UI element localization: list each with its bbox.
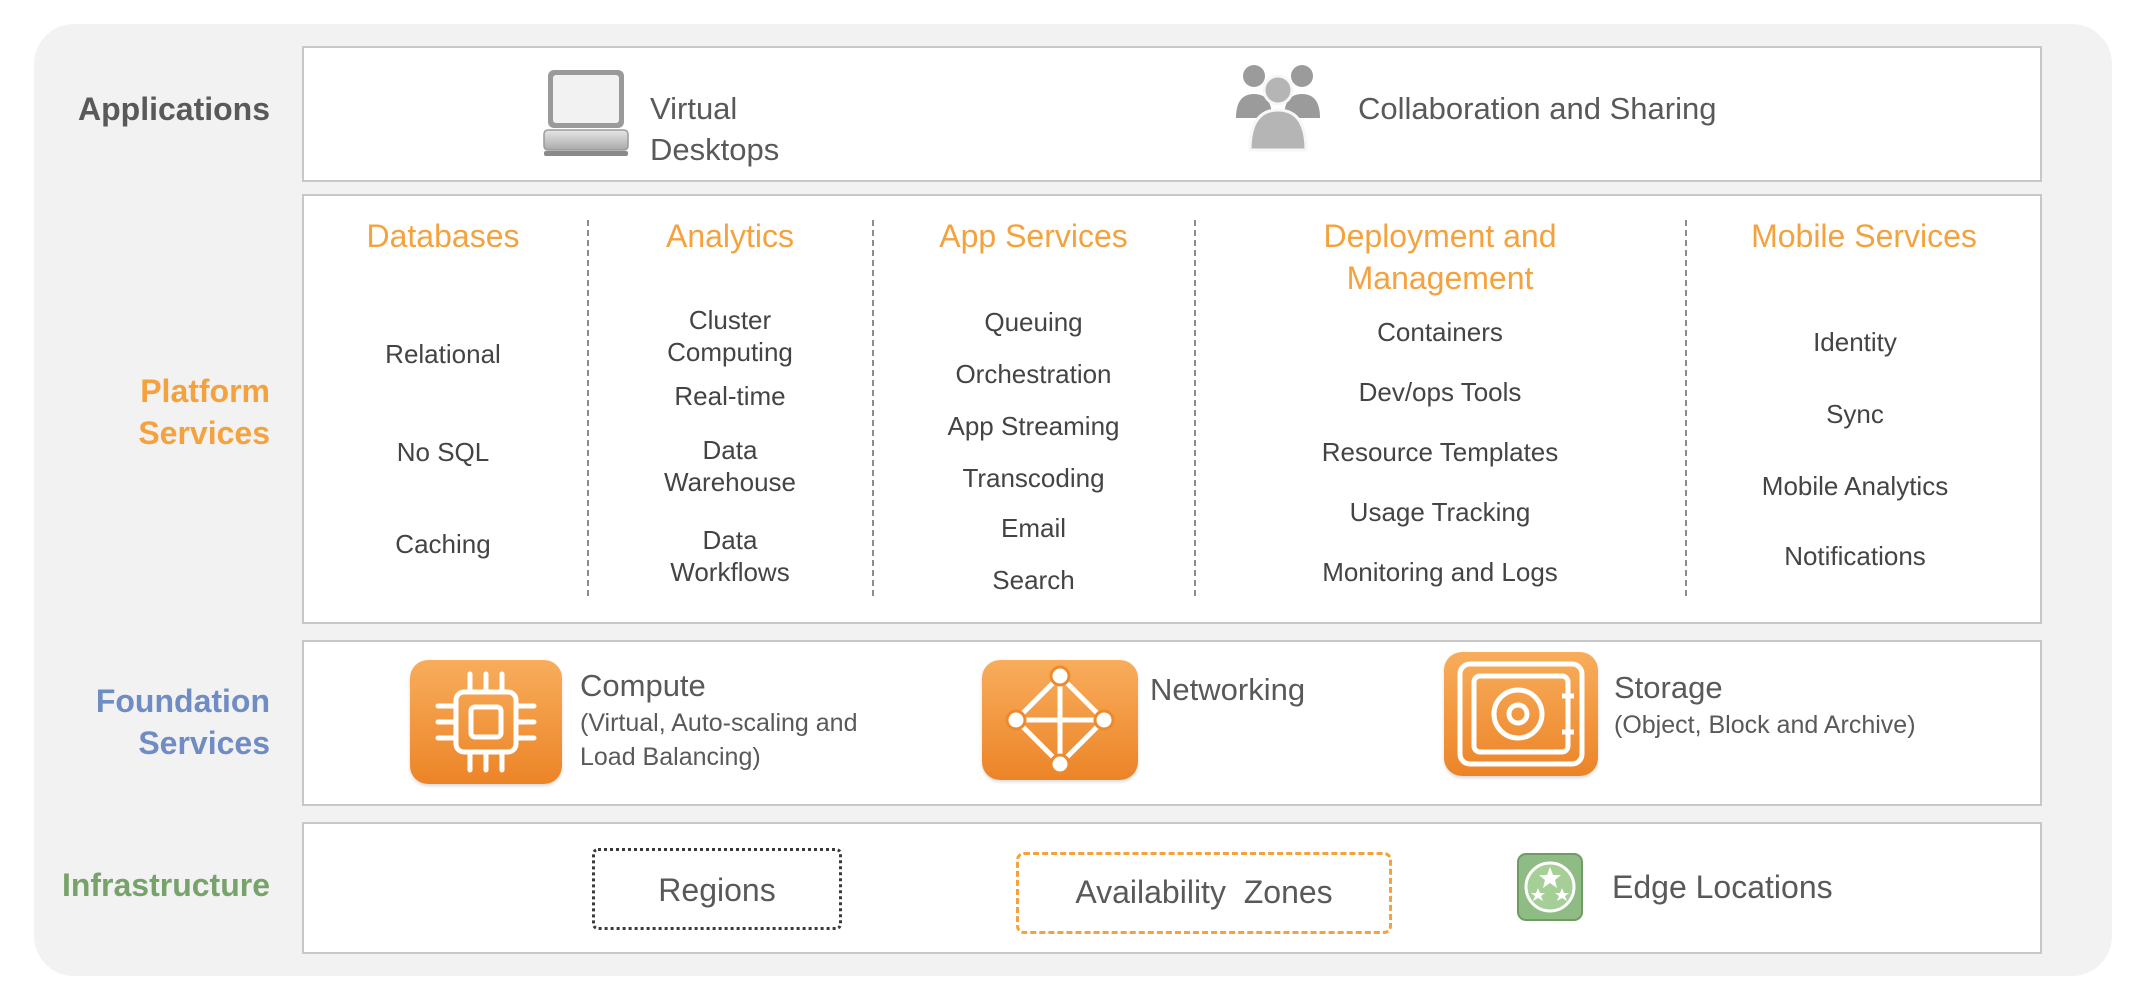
row-label-applications: Applications [77, 91, 270, 127]
row-label-platform-line2: Services [138, 415, 270, 451]
row-label-platform-line1: Platform [140, 373, 270, 409]
row-label-platform: Platform Services [34, 370, 270, 454]
analytics-item-warehouse: Warehouse [664, 467, 796, 497]
deployment-item-containers: Containers [1377, 317, 1503, 347]
mobile-item-notifications: Notifications [1784, 541, 1926, 571]
compute-subtitle-line2: Load Balancing) [580, 743, 761, 771]
edge-locations-label: Edge Locations [1612, 869, 1833, 905]
app-services-item-queuing: Queuing [984, 307, 1083, 337]
mobile-item-sync: Sync [1826, 399, 1884, 429]
row-label-foundation-line1: Foundation [95, 683, 270, 719]
databases-item-caching: Caching [395, 529, 491, 559]
analytics-item-computing: Computing [667, 337, 793, 367]
collaboration-label: Collaboration and Sharing [1358, 91, 1717, 126]
databases-title: Databases [366, 218, 520, 254]
deployment-item-devops: Dev/ops Tools [1358, 377, 1522, 407]
vault-icon [1444, 652, 1598, 776]
deployment-item-monitoring: Monitoring and Logs [1322, 557, 1558, 587]
storage-title: Storage [1614, 670, 1723, 705]
row-label-foundation: Foundation Services [34, 680, 270, 764]
deployment-title-line2: Management [1346, 260, 1534, 296]
globe-stars-icon [1516, 852, 1584, 922]
analytics-title: Analytics [665, 218, 795, 254]
databases-item-relational: Relational [385, 339, 501, 369]
row-label-infrastructure: Infrastructure [61, 867, 270, 903]
row-label-foundation-line2: Services [138, 725, 270, 761]
mobile-item-identity: Identity [1813, 327, 1897, 357]
app-services-title: App Services [939, 218, 1128, 254]
deployment-item-usage: Usage Tracking [1349, 497, 1531, 527]
analytics-item-workflows: Workflows [670, 557, 790, 587]
networking-title: Networking [1150, 672, 1306, 707]
availability-zones-label: Availability Zones [1075, 874, 1333, 910]
deployment-title-line1: Deployment and [1323, 218, 1557, 254]
deployment-title: Deployment and Management [1197, 215, 1683, 299]
people-group-icon [1232, 60, 1324, 154]
platform-services-box [302, 194, 2042, 624]
compute-subtitle: (Virtual, Auto-scaling and Load Balancin… [580, 706, 857, 774]
virtual-desktops-line1: Virtual [650, 91, 738, 126]
databases-item-nosql: No SQL [396, 437, 490, 467]
regions-label: Regions [658, 872, 776, 908]
regions-box: Regions [592, 848, 842, 930]
chip-icon [410, 660, 562, 784]
network-nodes-icon [982, 660, 1138, 780]
mobile-item-analytics: Mobile Analytics [1761, 471, 1949, 501]
app-services-item-streaming: App Streaming [947, 411, 1120, 441]
foundation-services-box [302, 640, 2042, 806]
app-services-item-email: Email [1000, 513, 1066, 543]
app-services-item-transcoding: Transcoding [962, 463, 1105, 493]
analytics-item-realtime: Real-time [674, 381, 786, 411]
storage-subtitle: (Object, Block and Archive) [1614, 711, 1916, 739]
availability-zones-box: Availability Zones [1016, 852, 1392, 934]
app-services-item-orchestration: Orchestration [955, 359, 1112, 389]
analytics-item-cluster: Cluster [688, 305, 772, 335]
column-divider-1 [587, 220, 589, 596]
compute-subtitle-line1: (Virtual, Auto-scaling and [580, 709, 858, 737]
analytics-item-data-2: Data [702, 525, 758, 555]
laptop-icon [542, 68, 630, 158]
compute-title: Compute [580, 668, 706, 703]
column-divider-4 [1685, 220, 1687, 596]
app-services-item-search: Search [992, 565, 1075, 595]
deployment-item-templates: Resource Templates [1321, 437, 1559, 467]
mobile-title: Mobile Services [1751, 218, 1977, 254]
column-divider-2 [872, 220, 874, 596]
virtual-desktops-label: Virtual Desktops [650, 88, 779, 170]
column-divider-3 [1194, 220, 1196, 596]
virtual-desktops-line2: Desktops [650, 132, 780, 167]
analytics-item-data-1: Data [702, 435, 758, 465]
